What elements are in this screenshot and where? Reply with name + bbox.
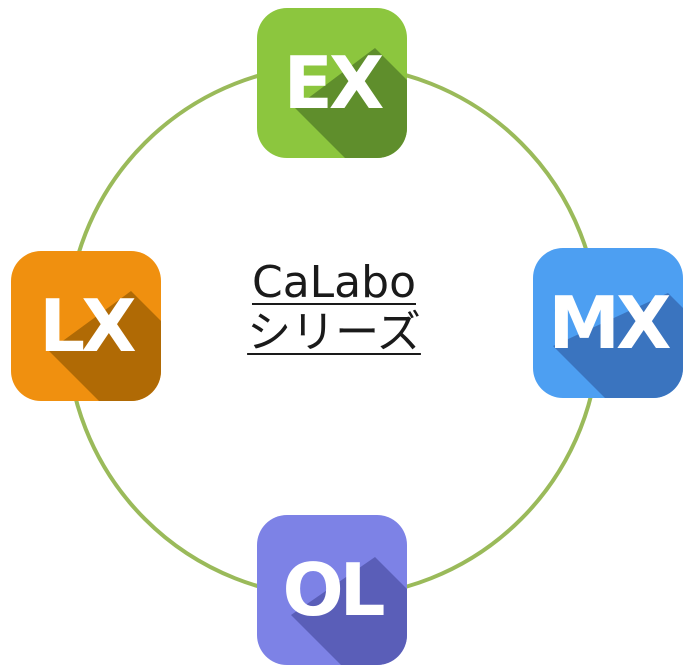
mx-label: MX <box>548 281 671 365</box>
series-title-line1: CaLabo <box>251 257 416 308</box>
ex-product-icon[interactable]: EX <box>257 8 407 158</box>
ol-product-icon[interactable]: OL <box>257 515 407 665</box>
lx-icon-background <box>11 251 161 401</box>
lx-product-icon[interactable]: LX <box>11 251 161 401</box>
series-title-line2: シリーズ <box>247 307 421 358</box>
ol-icon-background <box>257 515 407 665</box>
ex-label: EX <box>283 41 385 125</box>
ex-icon-background <box>257 8 407 158</box>
mx-product-icon[interactable]: MX <box>533 248 683 398</box>
ol-label: OL <box>282 548 385 632</box>
series-title-link[interactable]: CaLabo シリーズ <box>212 258 456 358</box>
mx-icon-background <box>533 248 683 398</box>
lx-label: LX <box>39 284 136 368</box>
